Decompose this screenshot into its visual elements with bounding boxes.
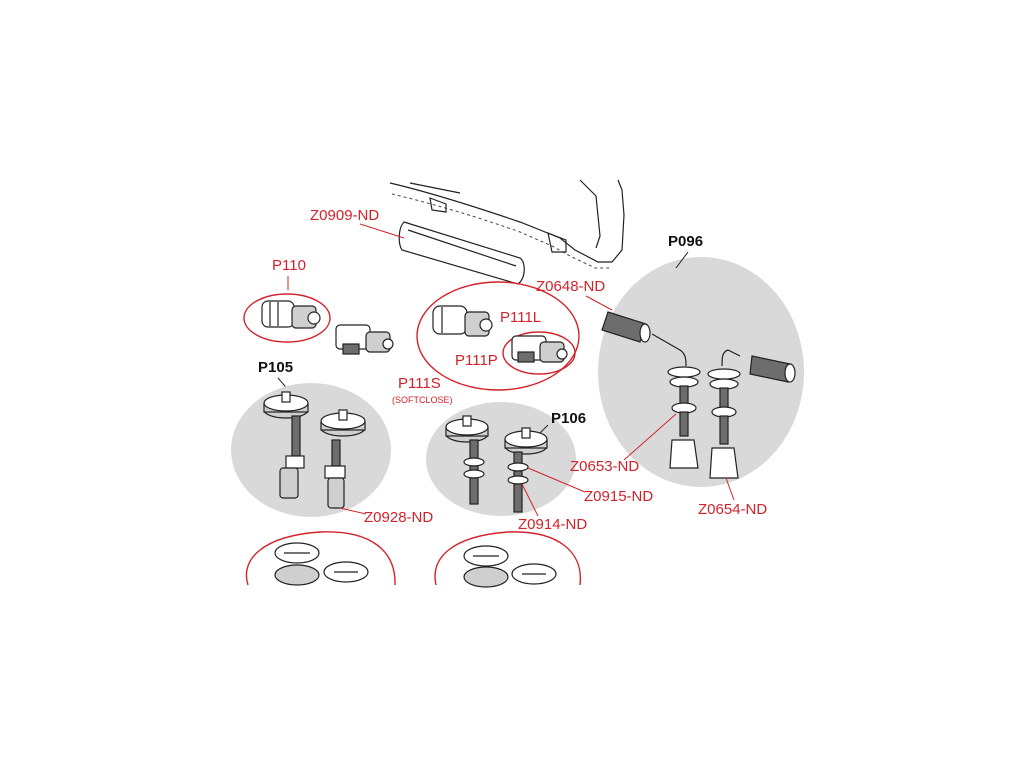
label-p105: P105 xyxy=(258,359,293,376)
toilet-seat-outline xyxy=(389,179,625,269)
cap-set-left xyxy=(245,531,396,586)
label-p110: P110 xyxy=(272,257,306,274)
z0909-leader xyxy=(359,223,405,239)
p096-bolt-right xyxy=(707,349,741,479)
p111s-ring xyxy=(416,281,580,391)
label-z0914: Z0914-ND xyxy=(518,516,587,533)
label-softclose: (SOFTCLOSE) xyxy=(392,395,453,405)
label-z0928: Z0928-ND xyxy=(364,509,433,526)
p111p-hinge-part xyxy=(511,335,568,363)
p096-bolt-left xyxy=(651,333,701,469)
label-p106: P106 xyxy=(551,410,586,427)
z0928-leader xyxy=(339,507,367,515)
z0654-leader xyxy=(725,477,735,501)
p111p-ring xyxy=(502,331,576,375)
z0915-leader xyxy=(527,467,586,493)
label-p111p: P111P xyxy=(455,352,498,369)
label-z0653: Z0653-ND xyxy=(570,458,639,475)
p111l-hinge-part xyxy=(432,305,493,337)
label-z0915: Z0915-ND xyxy=(584,488,653,505)
p110-ring xyxy=(243,293,331,343)
p105-bolt-right xyxy=(320,409,366,509)
p110-hinge-mirror-part xyxy=(335,324,394,355)
p106-bolt-right xyxy=(504,427,548,513)
p106-bolt-left xyxy=(445,415,489,505)
label-z0648: Z0648-ND xyxy=(536,278,605,295)
z0653-leader xyxy=(623,413,677,461)
cap-set-right xyxy=(434,531,582,588)
label-z0654: Z0654-ND xyxy=(698,501,767,518)
cover-bar-part xyxy=(398,221,525,285)
p110-hinge-part xyxy=(261,300,321,329)
label-p096: P096 xyxy=(668,233,703,250)
p096-leader xyxy=(675,251,689,269)
z0648-leader xyxy=(585,295,613,311)
p105-bolt-left xyxy=(263,391,309,499)
z0914-leader xyxy=(521,483,539,517)
p096-group-bg xyxy=(598,257,804,487)
p105-group-bg xyxy=(231,383,391,517)
label-p111s: P111S xyxy=(398,375,441,392)
p111s-leader xyxy=(431,377,437,381)
label-p111l: P111L xyxy=(500,309,541,326)
p096-sleeve-right xyxy=(749,355,796,383)
p096-sleeve-left xyxy=(601,311,651,343)
label-z0909: Z0909-ND xyxy=(310,207,379,224)
